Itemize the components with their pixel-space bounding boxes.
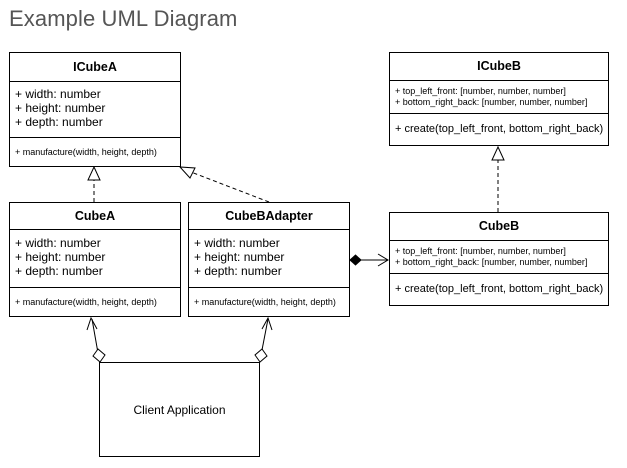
- composition-diamond: [349, 254, 362, 266]
- composition-arrowhead: [377, 253, 389, 267]
- client-cubea-diamond: [92, 348, 106, 363]
- attribute: + depth: number: [194, 264, 282, 278]
- class-cubebadapter-name: CubeBAdapter: [189, 203, 349, 230]
- adapter-realization-line: [190, 171, 270, 203]
- diagram-title: Example UML Diagram: [9, 6, 238, 31]
- class-icubea-methods: + manufacture(width, height, depth): [10, 138, 180, 166]
- class-cubebadapter-attributes: + width: number + height: number + depth…: [189, 230, 349, 288]
- cubeb-realization-arrowhead: [491, 145, 505, 161]
- class-icubeb-attributes: + top_left_front: [number, number, numbe…: [390, 81, 608, 114]
- attribute: + depth: number: [15, 264, 103, 278]
- attribute: + top_left_front: [number, number, numbe…: [395, 246, 566, 256]
- attribute: + bottom_right_back: [number, number, nu…: [395, 97, 588, 107]
- class-cubea-methods: + manufacture(width, height, depth): [10, 288, 180, 316]
- adapter-realization-arrowhead: [178, 166, 196, 179]
- class-cubeb-attributes: + top_left_front: [number, number, numbe…: [390, 241, 608, 274]
- attribute: + height: number: [15, 250, 106, 264]
- class-cubea: CubeA + width: number + height: number +…: [9, 202, 181, 317]
- method: + manufacture(width, height, depth): [194, 297, 336, 307]
- class-icubeb-methods: + create(top_left_front, bottom_right_ba…: [390, 114, 608, 145]
- client-adapter-arrowhead: [261, 316, 273, 331]
- method: + create(top_left_front, bottom_right_ba…: [395, 283, 604, 295]
- attribute: + width: number: [194, 236, 280, 250]
- class-cubeb-methods: + create(top_left_front, bottom_right_ba…: [390, 274, 608, 305]
- attribute: + width: number: [15, 236, 101, 250]
- client-adapter-diamond: [254, 348, 268, 363]
- method: + create(top_left_front, bottom_right_ba…: [395, 123, 604, 135]
- client-application-label: Client Application: [133, 402, 226, 417]
- client-cubea-line: [91, 318, 99, 354]
- class-cubea-attributes: + width: number + height: number + depth…: [10, 230, 180, 288]
- class-icubea-attributes: + width: number + height: number + depth…: [10, 82, 180, 138]
- cubea-realization-arrowhead: [87, 165, 101, 181]
- attribute: + height: number: [194, 250, 285, 264]
- class-cubeb: CubeB + top_left_front: [number, number,…: [389, 212, 609, 306]
- class-cubea-name: CubeA: [10, 203, 180, 230]
- class-cubeb-name: CubeB: [390, 213, 608, 241]
- class-icubeb: ICubeB + top_left_front: [number, number…: [389, 52, 609, 146]
- attribute: + top_left_front: [number, number, numbe…: [395, 86, 566, 96]
- attribute: + depth: number: [15, 115, 103, 129]
- method: + manufacture(width, height, depth): [15, 147, 157, 157]
- attribute: + height: number: [15, 101, 106, 115]
- attribute: + bottom_right_back: [number, number, nu…: [395, 257, 588, 267]
- class-icubeb-name: ICubeB: [390, 53, 608, 81]
- attribute: + width: number: [15, 87, 101, 101]
- class-cubebadapter-methods: + manufacture(width, height, depth): [189, 288, 349, 316]
- method: + manufacture(width, height, depth): [15, 297, 157, 307]
- class-cubebadapter: CubeBAdapter + width: number + height: n…: [188, 202, 350, 317]
- class-icubea: ICubeA + width: number + height: number …: [9, 52, 181, 167]
- client-application-box: Client Application: [99, 362, 260, 457]
- client-cubea-arrowhead: [86, 316, 98, 331]
- client-adapter-line: [261, 318, 269, 351]
- class-icubea-name: ICubeA: [10, 53, 180, 82]
